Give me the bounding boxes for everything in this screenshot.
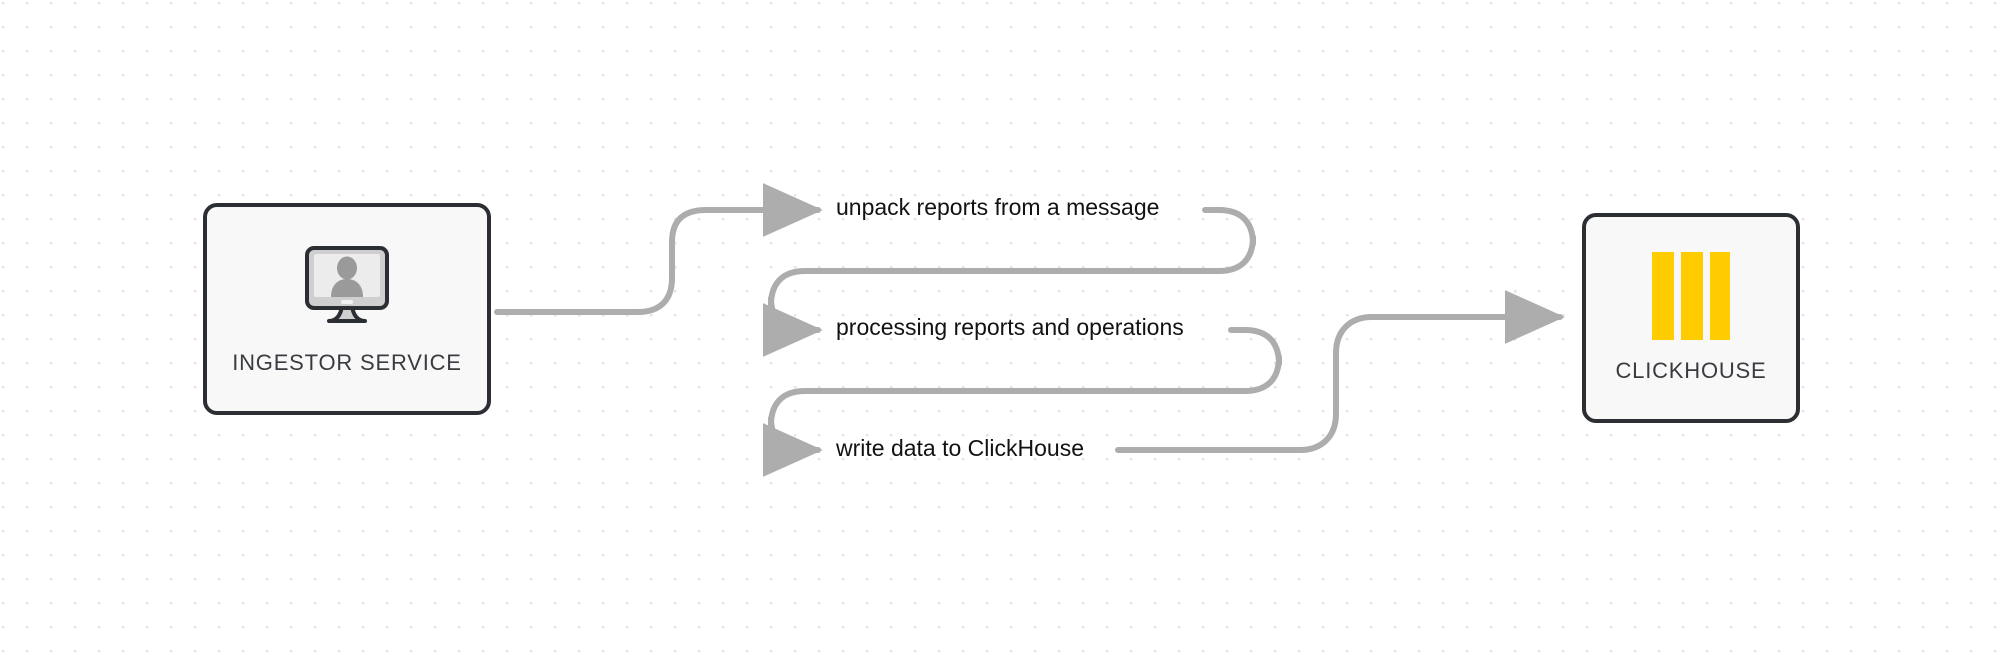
edge-label-unpack-reports: unpack reports from a message	[836, 194, 1160, 220]
edge-path-unpack-wrap	[762, 207, 1256, 357]
edge-path-processing-wrap	[762, 327, 1282, 477]
edge-path-ingestor-to-unpack	[494, 183, 823, 315]
node-ingestor-service-label: INGESTOR SERVICE	[232, 350, 462, 375]
edge-label-processing-reports: processing reports and operations	[836, 314, 1184, 340]
node-clickhouse-label: CLICKHOUSE	[1615, 358, 1767, 383]
clickhouse-bars-icon	[1648, 252, 1734, 340]
edge-path-write-to-clickhouse	[1115, 290, 1565, 453]
node-ingestor-service[interactable]: INGESTOR SERVICE	[203, 203, 491, 415]
monitor-user-icon	[299, 242, 395, 330]
edge-label-write-data: write data to ClickHouse	[836, 435, 1084, 461]
node-clickhouse[interactable]: CLICKHOUSE	[1582, 213, 1800, 423]
